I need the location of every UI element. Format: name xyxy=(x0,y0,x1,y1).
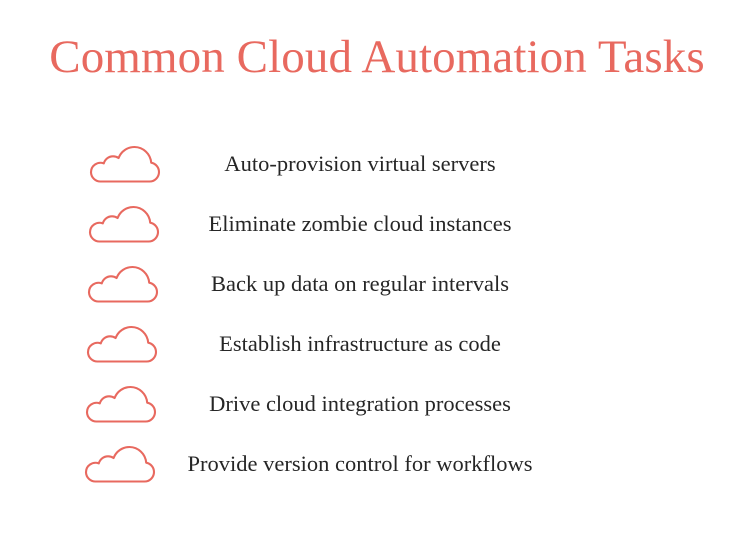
list-item-label: Auto-provision virtual servers xyxy=(224,151,496,176)
list-item-label-wrap: Establish infrastructure as code xyxy=(180,330,540,358)
list-item-label: Provide version control for workflows xyxy=(187,451,533,476)
list-item[interactable]: Provide version control for workflows xyxy=(0,434,754,494)
list-item-label-wrap: Eliminate zombie cloud instances xyxy=(180,210,540,238)
list-item-label-wrap: Provide version control for workflows xyxy=(180,450,540,478)
cloud-icon xyxy=(86,265,160,303)
list-item[interactable]: Drive cloud integration processes xyxy=(0,374,754,434)
list-item-label-wrap: Back up data on regular intervals xyxy=(180,270,540,298)
cloud-icon xyxy=(88,145,162,183)
list-item-label: Eliminate zombie cloud instances xyxy=(208,211,512,236)
list-item[interactable]: Back up data on regular intervals xyxy=(0,254,754,314)
cloud-icon xyxy=(87,205,161,243)
list-item-label: Back up data on regular intervals xyxy=(210,271,509,296)
list-item-label: Establish infrastructure as code xyxy=(219,331,501,356)
list-item[interactable]: Auto-provision virtual servers xyxy=(0,134,754,194)
cloud-icon xyxy=(85,325,159,363)
list-item[interactable]: Establish infrastructure as code xyxy=(0,314,754,374)
cloud-icon xyxy=(84,385,158,423)
task-list: Auto-provision virtual servers Eliminate… xyxy=(0,134,754,494)
list-item-label-wrap: Drive cloud integration processes xyxy=(180,390,540,418)
list-item-label: Drive cloud integration processes xyxy=(209,391,511,416)
list-item-label-wrap: Auto-provision virtual servers xyxy=(180,150,540,178)
cloud-icon xyxy=(83,445,157,483)
page-title: Common Cloud Automation Tasks xyxy=(49,31,705,83)
list-item[interactable]: Eliminate zombie cloud instances xyxy=(0,194,754,254)
